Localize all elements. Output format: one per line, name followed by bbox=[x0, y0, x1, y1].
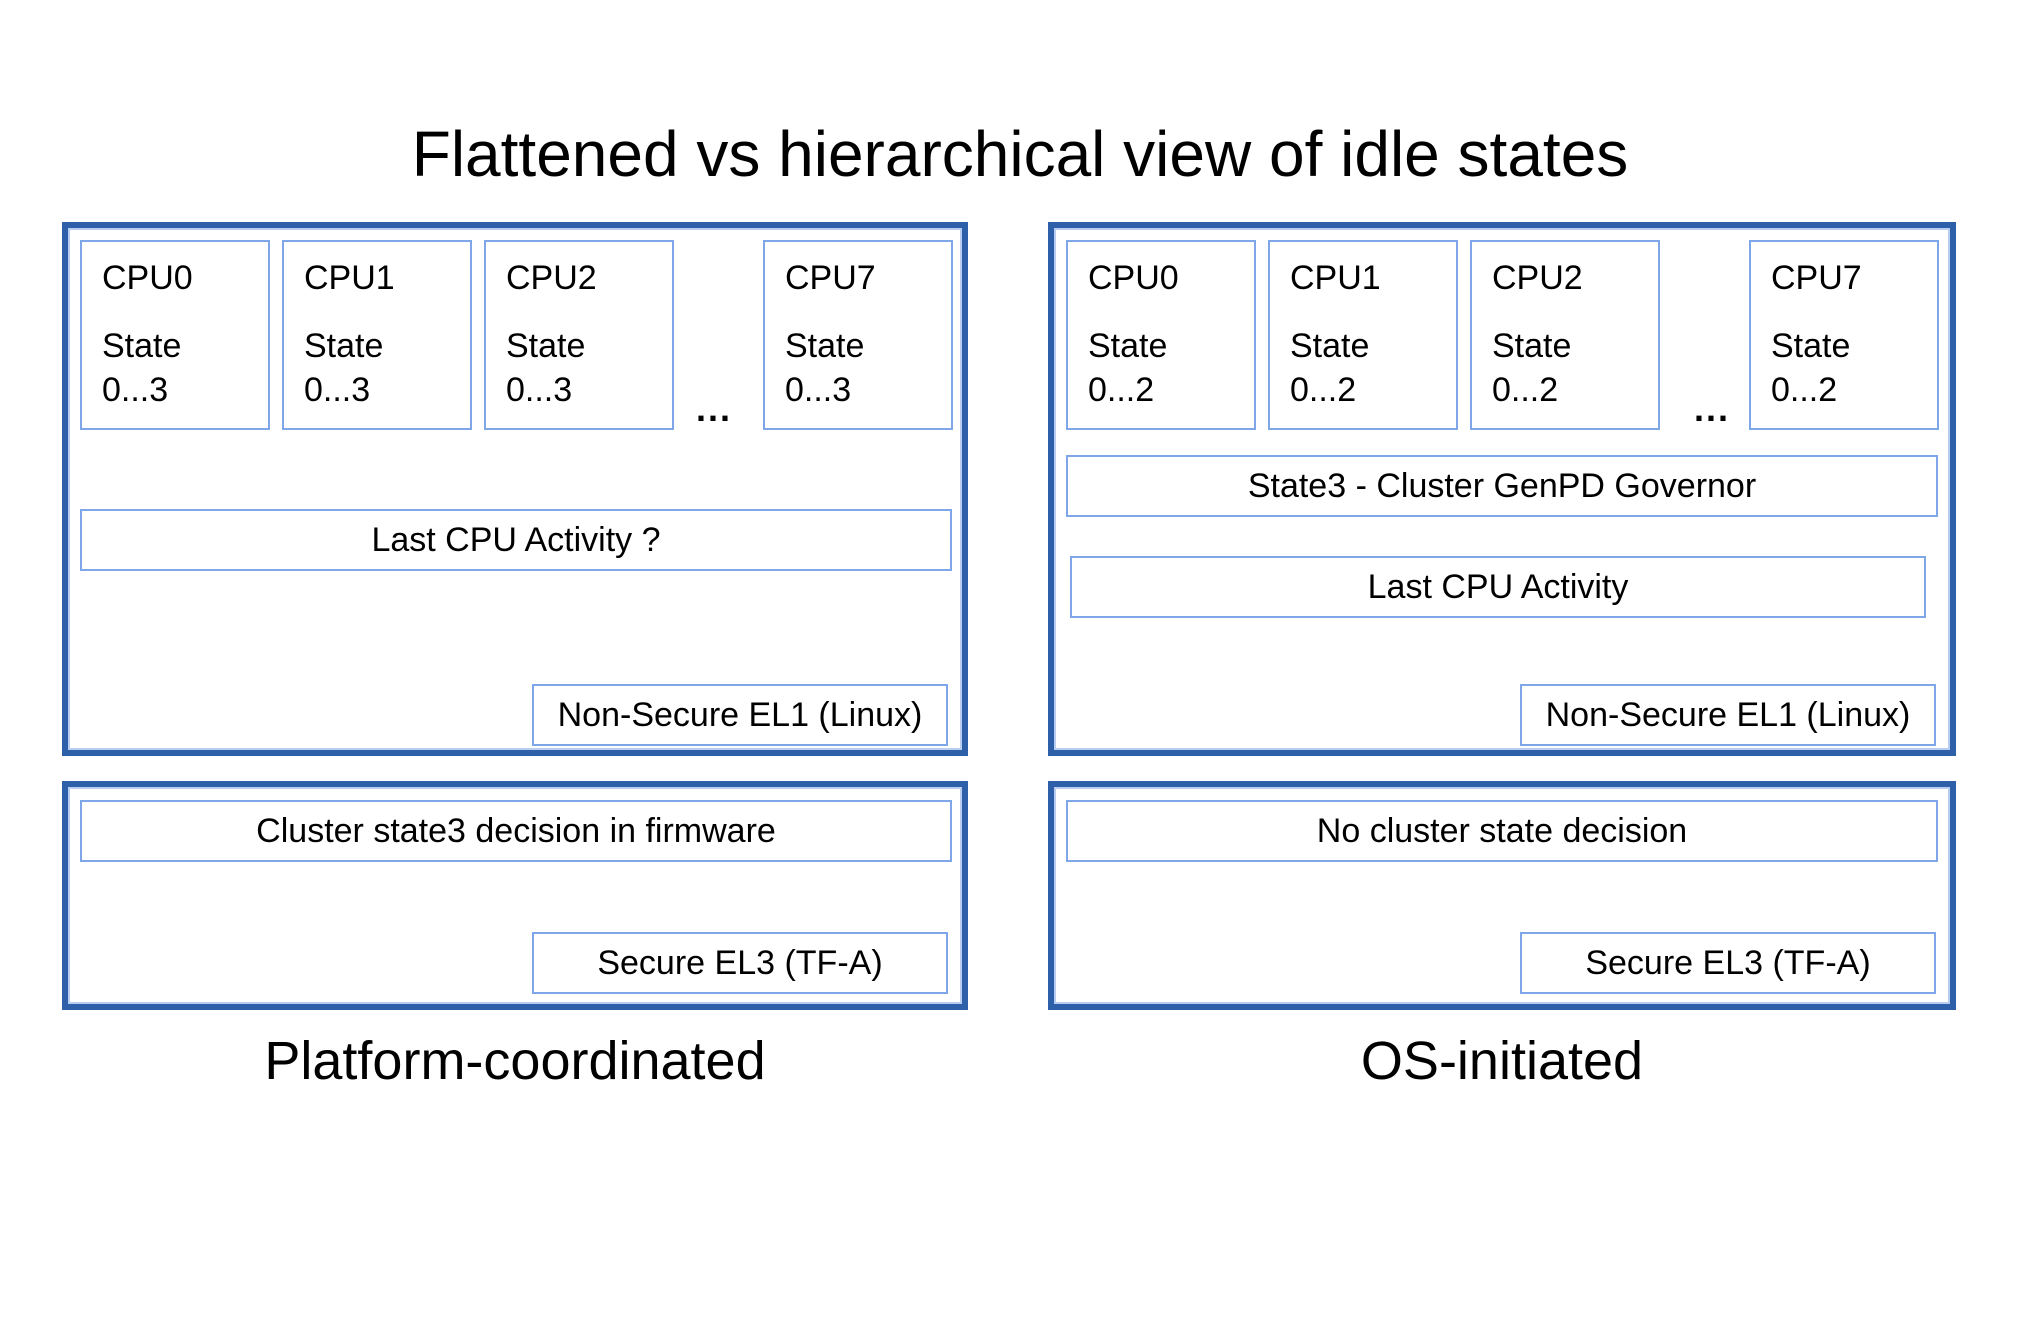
os-initiated-nonsecure-panel: CPU0 State 0...2 CPU1 State 0...2 CPU2 Sta… bbox=[1048, 222, 1956, 756]
cpu-state-range: 0...3 bbox=[506, 370, 573, 409]
cpu-state-range: 0...2 bbox=[1771, 370, 1838, 409]
cpu-state: State 0...3 bbox=[785, 324, 941, 412]
last-cpu-activity-box: Last CPU Activity ? bbox=[80, 509, 952, 571]
cpu-state: State 0...2 bbox=[1290, 324, 1446, 412]
secure-el3-box: Secure EL3 (TF-A) bbox=[532, 932, 948, 994]
cpu-state-word: State bbox=[1290, 326, 1370, 365]
cpu-name: CPU0 bbox=[1088, 259, 1179, 297]
cpu-name: CPU1 bbox=[1290, 259, 1381, 297]
cpu-box-cpu1: CPU1 State 0...3 bbox=[282, 240, 472, 430]
cpu-state-word: State bbox=[1088, 326, 1168, 365]
cpu-box-cpu0: CPU0 State 0...3 bbox=[80, 240, 270, 430]
cpu-ellipsis: ... bbox=[1694, 388, 1731, 429]
cpu-box-cpu7: CPU7 State 0...2 bbox=[1749, 240, 1939, 430]
cpu-state-word: State bbox=[304, 326, 384, 365]
cpu-name: CPU7 bbox=[785, 259, 876, 297]
cpu-box-cpu0: CPU0 State 0...2 bbox=[1066, 240, 1256, 430]
cluster-decision-box: Cluster state3 decision in firmware bbox=[80, 800, 952, 862]
cpu-state: State 0...2 bbox=[1771, 324, 1927, 412]
cpu-name: CPU2 bbox=[1492, 259, 1583, 297]
cluster-genpd-governor-box: State3 - Cluster GenPD Governor bbox=[1066, 455, 1938, 517]
cpu-state: State 0...2 bbox=[1088, 324, 1244, 412]
cpu-state-word: State bbox=[102, 326, 182, 365]
platform-coordinated-nonsecure-panel: CPU0 State 0...3 CPU1 State 0...3 CPU2 Sta… bbox=[62, 222, 968, 756]
non-secure-el1-box: Non-Secure EL1 (Linux) bbox=[1520, 684, 1936, 746]
cpu-name: CPU0 bbox=[102, 259, 193, 297]
cpu-state-word: State bbox=[506, 326, 586, 365]
cpu-ellipsis: ... bbox=[696, 388, 733, 429]
cpu-state-range: 0...2 bbox=[1088, 370, 1155, 409]
os-initiated-caption: OS-initiated bbox=[1360, 1031, 1644, 1091]
last-cpu-activity-box: Last CPU Activity bbox=[1070, 556, 1926, 618]
cpu-name: CPU2 bbox=[506, 259, 597, 297]
page-title: Flattened vs hierarchical view of idle s… bbox=[411, 118, 1629, 190]
cpu-state-range: 0...2 bbox=[1290, 370, 1357, 409]
cpu-state-word: State bbox=[785, 326, 865, 365]
cpu-name: CPU7 bbox=[1771, 259, 1862, 297]
cpu-box-cpu2: CPU2 State 0...3 bbox=[484, 240, 674, 430]
cpu-box-cpu2: CPU2 State 0...2 bbox=[1470, 240, 1660, 430]
cpu-state: State 0...2 bbox=[1492, 324, 1648, 412]
cpu-state-word: State bbox=[1492, 326, 1572, 365]
non-secure-el1-box: Non-Secure EL1 (Linux) bbox=[532, 684, 948, 746]
cpu-state-range: 0...3 bbox=[785, 370, 852, 409]
cpu-state-range: 0...3 bbox=[304, 370, 371, 409]
cpu-state-range: 0...3 bbox=[102, 370, 169, 409]
cpu-state: State 0...3 bbox=[506, 324, 662, 412]
cpu-box-cpu7: CPU7 State 0...3 bbox=[763, 240, 953, 430]
platform-coordinated-caption: Platform-coordinated bbox=[264, 1031, 766, 1091]
cpu-state-word: State bbox=[1771, 326, 1851, 365]
secure-el3-box: Secure EL3 (TF-A) bbox=[1520, 932, 1936, 994]
cpu-box-cpu1: CPU1 State 0...2 bbox=[1268, 240, 1458, 430]
cluster-decision-box: No cluster state decision bbox=[1066, 800, 1938, 862]
cpu-state-range: 0...2 bbox=[1492, 370, 1559, 409]
cpu-state: State 0...3 bbox=[304, 324, 460, 412]
platform-coordinated-secure-panel: Cluster state3 decision in firmware Secu… bbox=[62, 781, 968, 1010]
os-initiated-secure-panel: No cluster state decision Secure EL3 (TF… bbox=[1048, 781, 1956, 1010]
cpu-state: State 0...3 bbox=[102, 324, 258, 412]
cpu-name: CPU1 bbox=[304, 259, 395, 297]
